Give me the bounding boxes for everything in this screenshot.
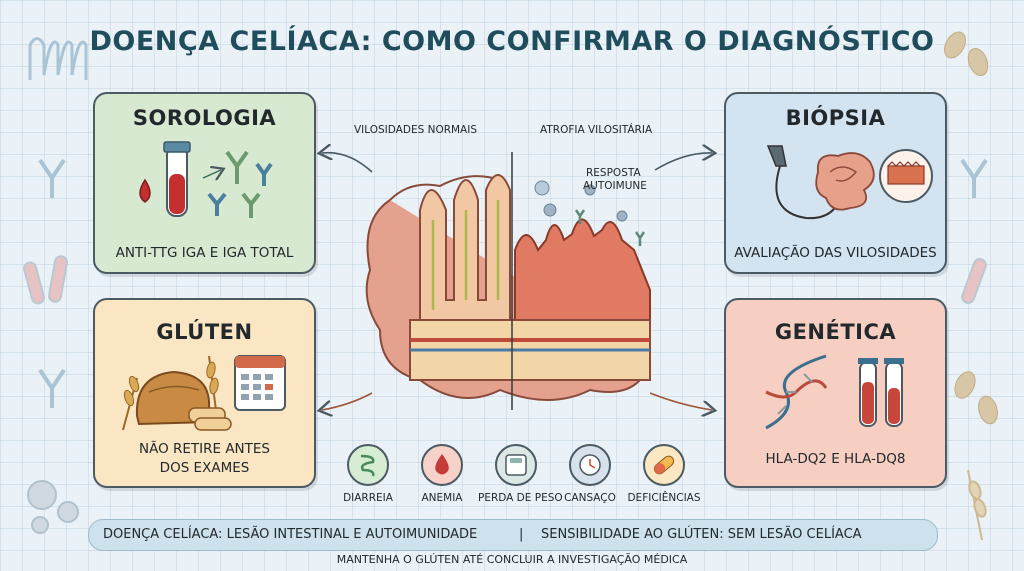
gluten-card: GLÚTEN NÃO RETIRE ANTES DOS EXAMES (93, 298, 316, 488)
test-tubes-icon (23, 255, 987, 305)
sorologia-caption: ANTI-TTG IGA E IGA TOTAL (115, 245, 294, 261)
antibody-icon (38, 158, 988, 408)
calendar-icon (234, 355, 286, 411)
gluten-caption-line2: DOS EXAMES (159, 460, 250, 476)
symptoms-row: DIARREIA ANEMIA PERDA DE PESO CANSAÇO DE… (330, 444, 710, 512)
pill-icon (643, 444, 685, 486)
symptom-perda-peso: PERDA DE PESO (478, 444, 563, 504)
page-title: DOENÇA CELÍACA: COMO CONFIRMAR O DIAGNÓS… (89, 26, 935, 57)
sorologia-card: SOROLOGIA ANTI-TTG IGA E IGA TOTAL (93, 92, 316, 274)
symptom-label: ANEMIA (421, 492, 463, 504)
grain-icon (944, 31, 998, 425)
symptom-anemia: ANEMIA (404, 444, 480, 504)
symptom-label: DIARREIA (343, 492, 393, 504)
genetica-card: GENÉTICA HLA-DQ2 E HLA-DQ8 (724, 298, 947, 488)
villi-normal-icon (419, 174, 511, 321)
symptom-diarreia: DIARREIA (330, 444, 406, 504)
scale-icon (495, 444, 537, 486)
symptom-label: PERDA DE PESO (478, 492, 563, 504)
banner-right-text: SENSIBILIDADE AO GLÚTEN: SEM LESÃO CELÍA… (541, 527, 862, 542)
clock-icon (569, 444, 611, 486)
biopsia-heading: BIÓPSIA (785, 106, 886, 130)
mucosa-layer-icon (409, 319, 651, 381)
villi-atrophy-icon (514, 184, 651, 352)
intestine-illustration (365, 152, 651, 410)
immune-cell-icon (534, 180, 550, 196)
sorologia-heading: SOROLOGIA (132, 106, 277, 130)
biopsia-card: BIÓPSIA AVALIAÇÃO DAS VILOSIDADES (724, 92, 947, 274)
intestine-icon (347, 444, 389, 486)
normal-villi-label: VILOSIDADES NORMAIS (354, 124, 478, 136)
blood-drop-icon (421, 444, 463, 486)
gluten-caption-line1: NÃO RETIRE ANTES (138, 441, 271, 457)
dna-tubes-icon (765, 354, 904, 430)
banner-separator: | (519, 527, 524, 542)
banner-left-text: DOENÇA CELÍACA: LESÃO INTESTINAL E AUTOI… (103, 527, 478, 542)
biopsia-caption: AVALIAÇÃO DAS VILOSIDADES (734, 245, 937, 261)
symptom-label: DEFICIÊNCIAS (627, 492, 701, 504)
blood-test-icon (139, 141, 273, 218)
genetica-heading: GENÉTICA (774, 320, 897, 344)
genetica-caption: HLA-DQ2 E HLA-DQ8 (765, 451, 906, 467)
atrophy-label: ATROFIA VILOSITÁRIA (540, 124, 653, 136)
symptom-deficiencias: DEFICIÊNCIAS (626, 444, 702, 504)
arrow-to-genetica (649, 392, 712, 410)
symptom-cansaco: CANSAÇO (552, 444, 628, 504)
footer-note: MANTENHA O GLÚTEN ATÉ CONCLUIR A INVESTI… (336, 553, 688, 566)
dna-icon (765, 354, 828, 430)
villi-outline-icon (28, 37, 88, 80)
arrow-to-biopsia (654, 153, 712, 171)
response-label-line2: AUTOIMUNE (583, 180, 647, 192)
bread-calendar-icon (122, 355, 286, 431)
gluten-heading: GLÚTEN (156, 320, 253, 344)
wheat-icon (967, 469, 987, 541)
cells-icon (27, 480, 79, 534)
summary-banner: DOENÇA CELÍACA: LESÃO INTESTINAL E AUTOI… (88, 519, 938, 551)
arrow-to-gluten (322, 392, 373, 410)
endoscopy-icon (766, 145, 933, 220)
response-label-line1: RESPOSTA (586, 167, 641, 179)
symptom-label: CANSAÇO (564, 492, 616, 504)
arrow-to-sorologia (322, 153, 373, 173)
